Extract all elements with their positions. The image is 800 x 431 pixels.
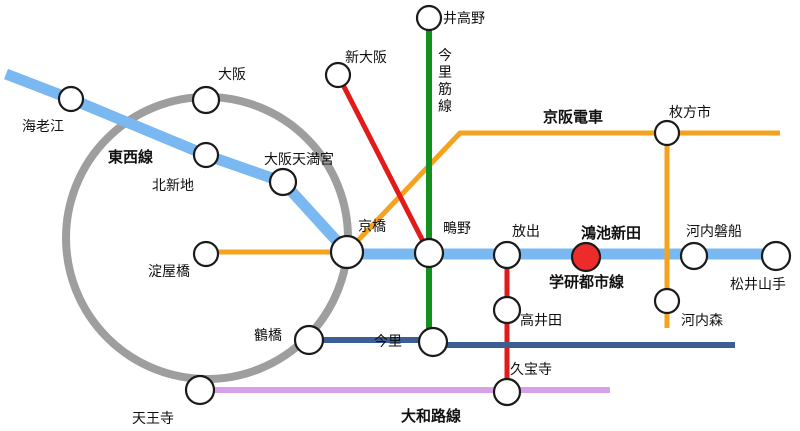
label-line-yamatoji: 大和路線 (401, 407, 461, 425)
station-konoikeshinden[interactable] (570, 241, 602, 273)
station-takaida[interactable] (492, 295, 522, 325)
label-kawachiiwafune: 河内磐船 (686, 224, 742, 240)
label-kyuhoji: 久宝寺 (510, 362, 552, 378)
label-matsuiyamate: 松井山手 (730, 277, 786, 293)
label-shinosaka: 新大阪 (345, 50, 387, 66)
station-hanaten[interactable] (492, 240, 522, 270)
label-itakano: 井高野 (443, 10, 485, 27)
label-kitashinchi: 北新地 (152, 178, 194, 194)
label-hirakatashi: 枚方市 (669, 104, 711, 121)
label-line-imazatosuji-char: 筋 (438, 81, 452, 98)
label-imazato: 今里 (374, 334, 402, 350)
station-ebie[interactable] (57, 85, 85, 113)
label-hanaten: 放出 (512, 224, 540, 240)
station-kawachiiwafune[interactable] (679, 241, 709, 271)
label-line-keihan: 京阪電車 (543, 108, 603, 126)
station-tsuruhashi[interactable] (293, 324, 325, 356)
label-osaka: 大阪 (218, 67, 246, 83)
station-matsuiyamate[interactable] (760, 240, 792, 272)
label-line-imazatosuji-char: 線 (438, 99, 452, 115)
label-tsuruhashi: 鶴橋 (254, 327, 282, 344)
label-line-imazatosuji-char: 今 (438, 48, 452, 64)
station-shinosaka[interactable] (324, 61, 352, 89)
station-itakano[interactable] (415, 4, 443, 32)
station-yodoyabashi[interactable] (192, 240, 220, 268)
label-kawachimori: 河内森 (681, 313, 723, 329)
station-hirakatashi[interactable] (653, 119, 681, 147)
label-line-tozai: 東西線 (108, 148, 153, 166)
station-osaka[interactable] (191, 85, 221, 115)
label-osakatenmangu: 大阪天満宮 (264, 152, 334, 168)
station-kyuhoji[interactable] (492, 377, 522, 407)
label-tennoji: 天王寺 (132, 411, 174, 427)
label-line-imazatosuji-char: 里 (438, 65, 452, 81)
station-kyobashi[interactable] (329, 234, 365, 270)
label-ebie: 海老江 (22, 119, 64, 135)
label-kyobashi: 京橋 (358, 219, 386, 235)
station-osakatenmangu[interactable] (268, 167, 298, 197)
label-yodoyabashi: 淀屋橋 (148, 264, 190, 280)
label-takaida: 高井田 (520, 312, 562, 329)
station-imazato[interactable] (417, 326, 449, 358)
label-shigino: 鴫野 (443, 221, 471, 237)
label-line-gakkentoshi: 学研都市線 (549, 273, 624, 291)
station-kitashinchi[interactable] (192, 141, 220, 169)
station-tennoji[interactable] (184, 374, 216, 406)
station-shigino[interactable] (413, 237, 445, 269)
label-konoikeshinden: 鴻池新田 (581, 224, 641, 242)
osaka-higashi-line-north (335, 73, 431, 253)
station-kawachimori[interactable] (653, 287, 681, 315)
